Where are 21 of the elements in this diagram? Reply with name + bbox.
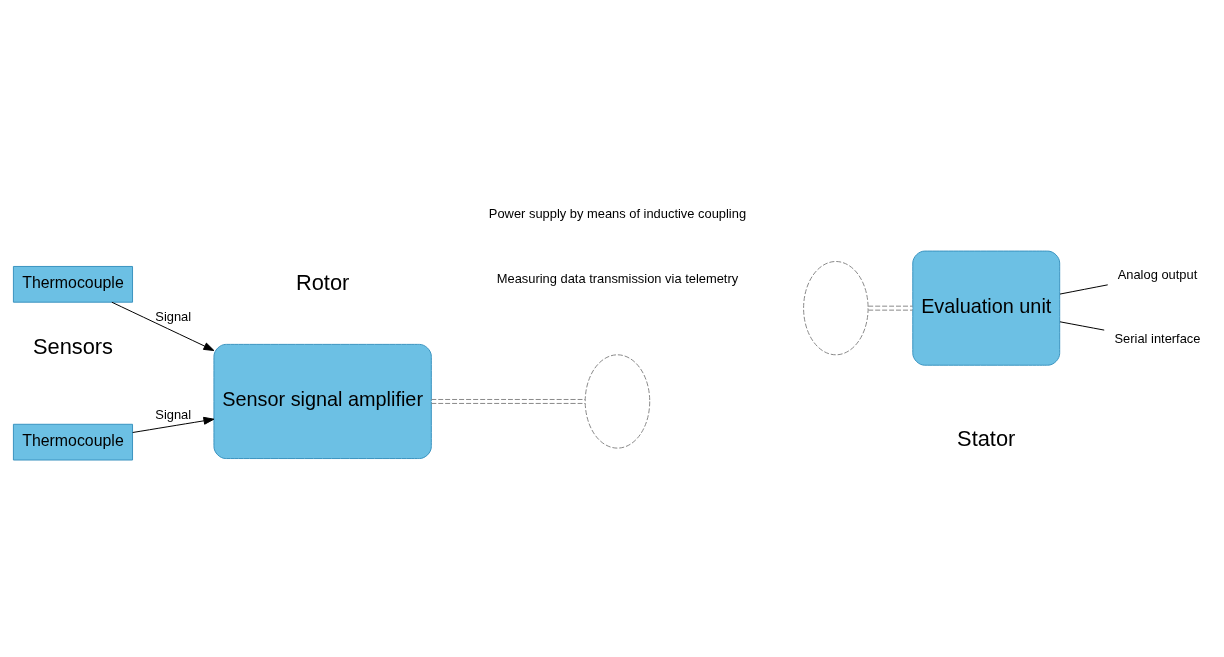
edge-label: Signal	[155, 406, 192, 422]
node-text: Analog output	[1117, 266, 1198, 282]
node-circle	[584, 354, 651, 449]
node-text: Serial interface	[1114, 331, 1201, 347]
edge-label: Signal	[155, 309, 192, 325]
connector	[1059, 284, 1109, 295]
connector	[430, 399, 586, 404]
node-box: Thermocouple	[12, 265, 134, 303]
node-box: Evaluation unit	[912, 250, 1061, 366]
arrow	[132, 416, 215, 433]
connector	[867, 305, 914, 311]
node-circle	[803, 261, 869, 356]
connector	[1059, 321, 1105, 331]
node-box: Sensor signal amplifier	[213, 343, 432, 460]
node-box: Thermocouple	[12, 423, 134, 461]
label: Sensors	[32, 334, 114, 360]
label: Power supply by means of inductive coupling	[488, 206, 747, 222]
arrow	[111, 301, 215, 351]
label: Stator	[957, 425, 1016, 451]
label: Measuring data transmission via telemetry	[496, 270, 739, 286]
label: Rotor	[295, 269, 350, 295]
